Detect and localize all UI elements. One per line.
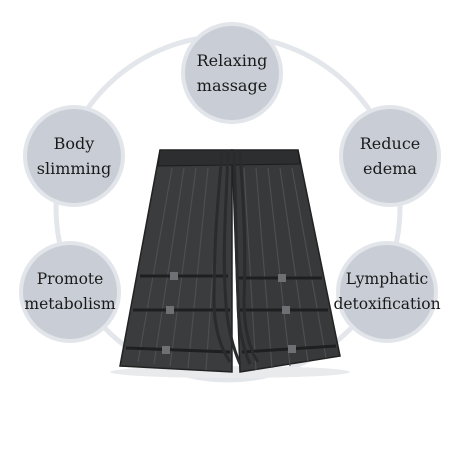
benefit-label: Relaxing massage [196,51,268,95]
benefit-relaxing-massage: Relaxing massage [185,26,279,120]
benefit-reduce-edema: Reduce edema [343,109,437,203]
benefit-body-slimming: Body slimming [27,109,121,203]
benefit-label: Reduce edema [359,134,421,178]
benefit-label: Body slimming [36,134,112,178]
benefit-label: Lymphatic detoxification [333,270,441,313]
benefit-promote-metabolism: Promote metabolism [23,245,117,339]
benefit-label: Promote metabolism [24,270,116,313]
benefit-lymphatic-detoxification: Lymphatic detoxification [333,245,441,339]
